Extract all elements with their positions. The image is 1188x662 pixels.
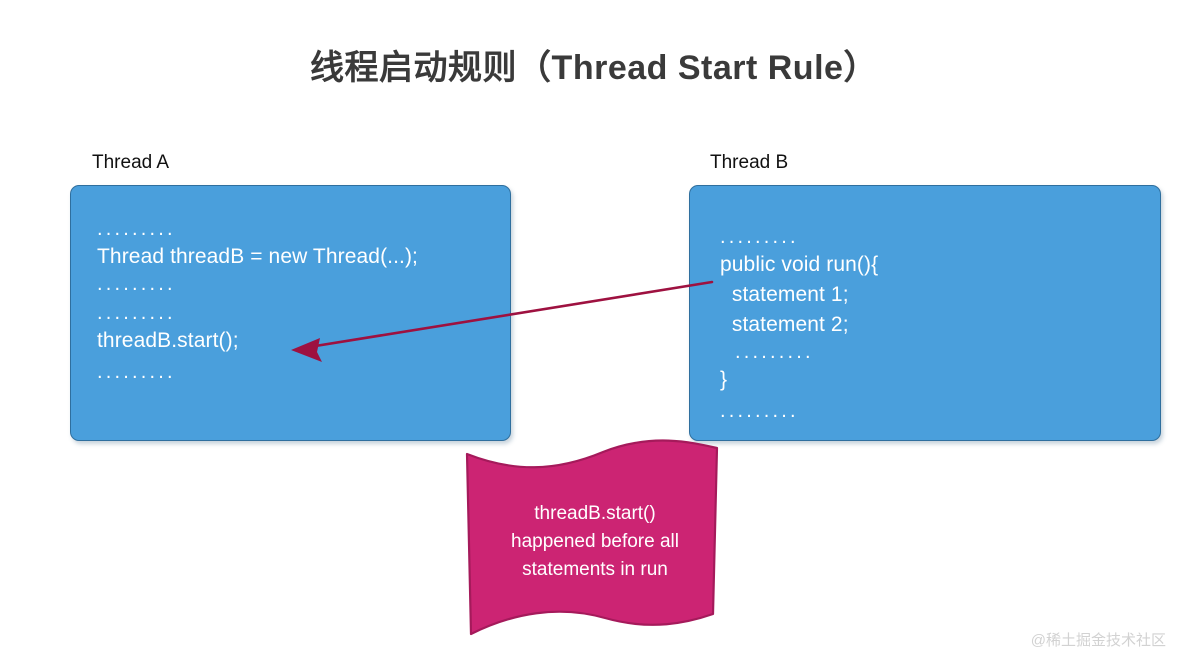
banner-text: threadB.start() happened before all stat… — [469, 500, 721, 584]
code-line-statement: } — [720, 368, 728, 391]
happens-before-banner: threadB.start() happened before all stat… — [455, 438, 735, 648]
banner-line: happened before all — [511, 531, 679, 552]
watermark: @稀土掘金技术社区 — [1030, 632, 1166, 649]
page-title: 线程启动规则（Thread Start Rule） — [310, 49, 878, 87]
code-line-dots: ......... — [97, 302, 176, 324]
code-line-statement: public void run(){ — [720, 253, 879, 276]
banner-line: statements in run — [522, 559, 668, 580]
code-line-statement: Thread threadB = new Thread(...); — [97, 245, 418, 268]
code-line-statement: statement 1; — [720, 283, 849, 306]
banner-line: threadB.start() — [534, 503, 656, 524]
code-line-dots: ......... — [97, 218, 176, 240]
code-line-dots: ......... — [97, 273, 176, 295]
code-line-dots: ......... — [97, 361, 176, 383]
code-line-statement: threadB.start(); — [97, 329, 239, 352]
thread-b-code-box: ......... public void run(){ statement 1… — [689, 185, 1161, 441]
banner-flag-shape — [465, 439, 719, 636]
banner-path — [465, 439, 719, 636]
thread-a-label: Thread A — [92, 152, 170, 173]
code-line-dots: ......... — [720, 400, 799, 422]
thread-a-code-box: ......... Thread threadB = new Thread(..… — [70, 185, 511, 441]
thread-b-label: Thread B — [710, 152, 789, 173]
code-line-statement: statement 2; — [720, 313, 849, 336]
code-line-dots: ......... — [720, 226, 799, 248]
thread-b-code-lines: ......... public void run(){ statement 1… — [720, 225, 1150, 424]
thread-a-code-lines: ......... Thread threadB = new Thread(..… — [97, 217, 500, 385]
code-line-dots: ......... — [735, 341, 814, 363]
